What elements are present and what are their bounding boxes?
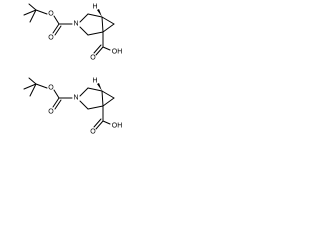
bond bbox=[29, 83, 37, 97]
acid-hydroxyl-label: OH bbox=[112, 123, 123, 130]
bond bbox=[52, 23, 60, 34]
bond bbox=[87, 87, 103, 92]
chemical-structures-svg: N O O H O OH bbox=[23, 3, 123, 136]
stereo-hydrogen-label: H bbox=[92, 78, 97, 85]
bond bbox=[23, 83, 37, 90]
bond bbox=[54, 25, 62, 36]
tert-butyl-group-bottom bbox=[23, 77, 48, 97]
pyrrolidine-ring-bottom bbox=[79, 87, 104, 110]
bond bbox=[87, 13, 103, 18]
carbonyl-oxygen-label: O bbox=[48, 35, 54, 42]
bond bbox=[35, 9, 48, 15]
bond bbox=[95, 46, 104, 56]
acid-hydroxyl-label: OH bbox=[112, 49, 123, 56]
bond bbox=[101, 16, 104, 33]
bond bbox=[35, 83, 48, 89]
ester-oxygen-label: O bbox=[48, 85, 54, 92]
pyrrolidine-ring-top bbox=[79, 13, 104, 36]
bond bbox=[87, 31, 104, 36]
bond bbox=[93, 44, 102, 54]
bond bbox=[101, 90, 115, 99]
bond bbox=[93, 118, 102, 128]
ester-oxygen-label: O bbox=[48, 11, 54, 18]
bond bbox=[79, 100, 89, 110]
bond bbox=[102, 120, 111, 125]
bond bbox=[79, 87, 89, 97]
bond bbox=[95, 120, 104, 130]
bond bbox=[101, 16, 115, 25]
tert-butyl-group-top bbox=[23, 3, 48, 23]
molecule-top: N O O H O OH bbox=[23, 3, 123, 62]
bond bbox=[102, 23, 115, 33]
bond bbox=[23, 9, 37, 16]
bond bbox=[28, 3, 37, 11]
bond bbox=[28, 77, 37, 85]
bond bbox=[79, 26, 89, 36]
molecule-bottom: N O O H O OH bbox=[23, 77, 123, 136]
bond bbox=[87, 105, 104, 110]
stereo-wedge bbox=[97, 83, 102, 91]
bond bbox=[53, 15, 60, 25]
bond bbox=[79, 13, 89, 23]
bond bbox=[29, 9, 37, 23]
bond bbox=[53, 89, 60, 99]
bond bbox=[102, 97, 115, 107]
bond bbox=[102, 46, 111, 51]
acid-carbonyl-oxygen-label: O bbox=[90, 129, 96, 136]
stereo-wedge bbox=[97, 9, 102, 17]
nitrogen-label: N bbox=[73, 95, 78, 102]
bond bbox=[54, 99, 62, 110]
bond bbox=[101, 90, 104, 107]
carbonyl-oxygen-label: O bbox=[48, 109, 54, 116]
bond bbox=[52, 97, 60, 108]
acid-carbonyl-oxygen-label: O bbox=[90, 55, 96, 62]
structure-canvas: N O O H O OH bbox=[0, 0, 152, 152]
stereo-hydrogen-label: H bbox=[92, 4, 97, 11]
nitrogen-label: N bbox=[73, 21, 78, 28]
